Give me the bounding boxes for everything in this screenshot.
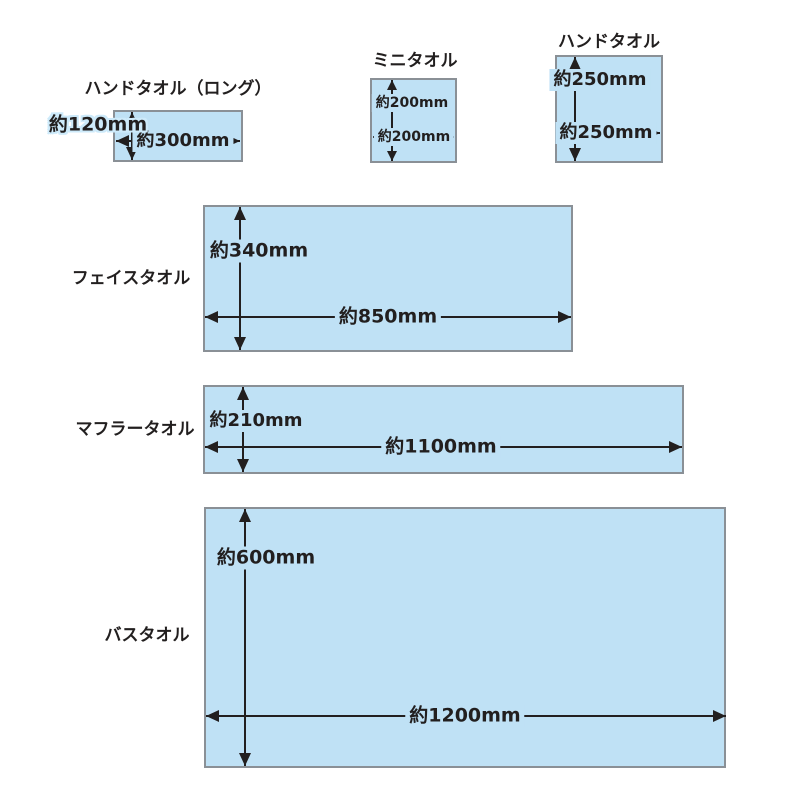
- towel-name-label: フェイスタオル: [71, 268, 191, 289]
- arrow-head-left-icon: [206, 710, 219, 722]
- arrow-head-up-icon: [234, 207, 246, 220]
- towel-rect: [370, 78, 457, 163]
- towel-face-towel: フェイスタオル 約340mm 約850mm: [72, 205, 573, 352]
- towel-mini-towel: ミニタオル 約200mm 約200mm: [370, 53, 458, 163]
- arrow-head-left-icon: [205, 441, 218, 453]
- width-dimension-label: 約200mm: [373, 128, 455, 146]
- height-dimension-label: 約200mm: [371, 94, 453, 112]
- arrow-head-down-icon: [239, 753, 251, 766]
- arrow-head-up-icon: [569, 57, 581, 70]
- arrow-head-left-icon: [205, 311, 218, 323]
- arrow-head-down-icon: [237, 459, 249, 472]
- arrow-head-right-icon: [713, 710, 726, 722]
- arrow-head-right-icon: [558, 311, 571, 323]
- height-dimension-label: 約210mm: [205, 410, 307, 432]
- towel-bath-towel: バスタオル 約600mm 約1200mm: [105, 507, 726, 768]
- height-dimension-arrow: [126, 112, 138, 160]
- arrow-head-up-icon: [387, 80, 397, 90]
- arrow-head-right-icon: [669, 441, 682, 453]
- towel-rect: [203, 205, 573, 352]
- arrow-head-left-icon: [116, 135, 129, 147]
- towel-name-label: バスタオル: [104, 625, 190, 646]
- height-dimension-arrow: [387, 80, 397, 161]
- width-dimension-label: 約250mm: [555, 122, 657, 144]
- height-dimension-label: 約250mm: [549, 69, 651, 91]
- width-dimension-label: 約1100mm: [381, 435, 501, 459]
- height-dimension-arrow: [569, 57, 581, 161]
- width-dimension-label: 約850mm: [334, 305, 442, 329]
- height-dimension-label: 約600mm: [212, 546, 320, 570]
- height-dimension-arrow: [234, 207, 246, 350]
- towel-title: ハンドタオル: [558, 32, 660, 52]
- height-dimension-arrow: [239, 509, 251, 766]
- width-dimension-label: 約300mm: [132, 130, 234, 152]
- towel-title: ハンドタオル（ロング）: [84, 79, 272, 99]
- towel-name-label: マフラータオル: [75, 419, 195, 440]
- towel-hand-towel-long: ハンドタオル（ロング） 約120mm 約300mm: [49, 81, 272, 162]
- towel-hand-towel: ハンドタオル 約250mm 約250mm: [549, 34, 663, 163]
- arrow-head-up-icon: [239, 509, 251, 522]
- height-dimension-label: 約340mm: [205, 239, 313, 263]
- towel-title: ミニタオル: [372, 51, 458, 71]
- width-dimension-label: 約1200mm: [405, 704, 525, 728]
- arrow-head-down-icon: [387, 151, 397, 161]
- arrow-head-up-icon: [237, 387, 249, 400]
- arrow-head-up-icon: [126, 112, 138, 125]
- arrow-head-down-icon: [569, 148, 581, 161]
- height-dimension-label: 約120mm: [48, 113, 148, 136]
- towel-muffler-towel: マフラータオル 約210mm 約1100mm: [76, 385, 684, 474]
- arrow-head-down-icon: [234, 337, 246, 350]
